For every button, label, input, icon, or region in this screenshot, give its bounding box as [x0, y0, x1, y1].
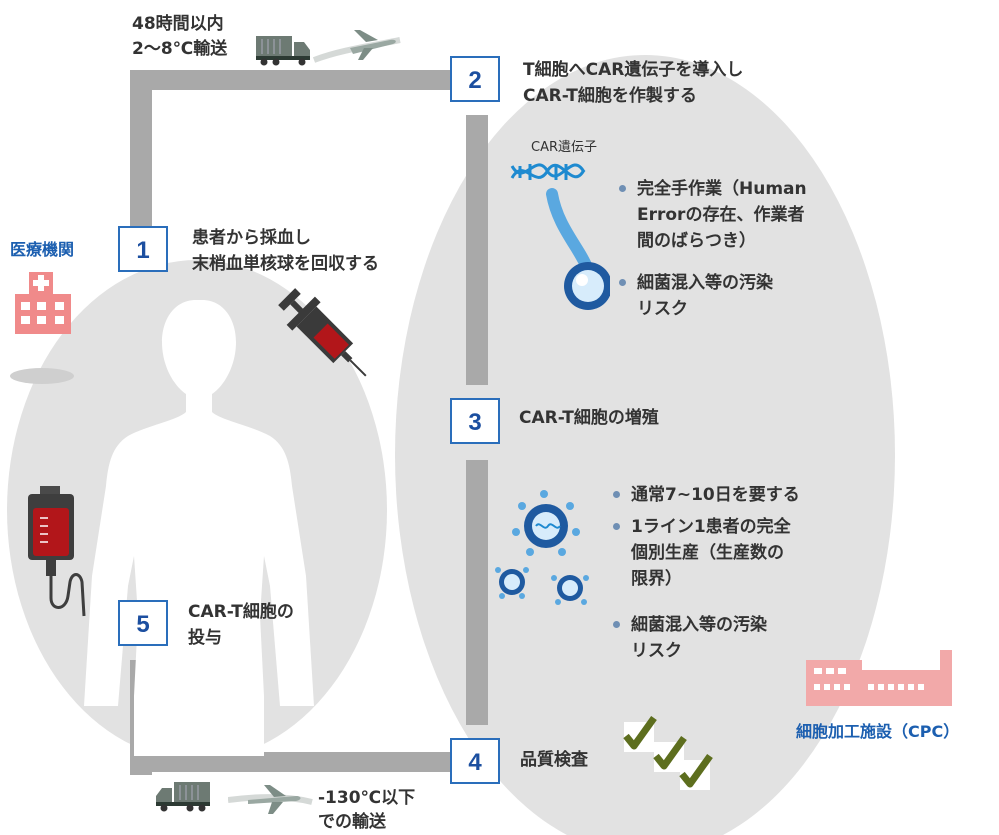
step-2-issue-1-line1: 完全手作業（Human	[637, 179, 807, 199]
step-2-issue-list-2: 細菌混入等の汚染 リスク	[617, 270, 773, 322]
step-2-issue-list: 完全手作業（Human Errorの存在、作業者 間のばらつき）	[617, 176, 807, 254]
factory-icon	[806, 650, 952, 706]
car-gene-icon	[510, 163, 610, 310]
transport-top-line1: 48時間以内	[132, 14, 224, 34]
step-3-issue-1-line1: 通常7~10日を要する	[631, 485, 800, 505]
transport-top-line2: 2〜8℃輸送	[132, 39, 228, 59]
step-2-issue-2: 細菌混入等の汚染 リスク	[617, 270, 773, 322]
step-3-issue-1: 通常7~10日を要する	[611, 482, 800, 508]
transport-bottom-line1: -130℃以下	[318, 788, 416, 808]
step-5-text-line2: 投与	[188, 628, 222, 648]
car-gene-label: CAR遺伝子	[531, 140, 598, 155]
step-2-text-line1: T細胞へCAR遺伝子を導入し	[523, 60, 744, 80]
step-3-issue-2-line2: 個別生産（生産数の	[631, 543, 784, 563]
step-5-number: 5	[118, 600, 168, 646]
step-2-text-line2: CAR-T細胞を作製する	[523, 86, 697, 106]
step-3-issue-list-2: 1ライン1患者の完全 個別生産（生産数の 限界）	[611, 514, 791, 592]
step-1-number: 1	[118, 226, 168, 272]
step-2-number: 2	[450, 56, 500, 102]
iv-bag-icon	[28, 486, 86, 617]
airplane-icon	[312, 30, 401, 63]
truck-icon-bottom	[156, 782, 210, 812]
checkmarks-icon	[623, 716, 713, 790]
syringe-icon	[278, 288, 367, 377]
truck-icon	[256, 36, 310, 66]
step-3-issue-3-line1: 細菌混入等の汚染	[631, 615, 767, 635]
step-3-number: 3	[450, 398, 500, 444]
step-2-issue-2-line2: リスク	[637, 299, 688, 319]
step-3-issue-list-3: 細菌混入等の汚染 リスク	[611, 612, 767, 664]
car-t-cells-icon	[495, 490, 589, 605]
step-2-issue-1-line3: 間のばらつき）	[637, 231, 756, 251]
step-3-issue-2-line3: 限界）	[631, 569, 682, 589]
hospital-icon	[15, 272, 71, 334]
step-2-issue-1: 完全手作業（Human Errorの存在、作業者 間のばらつき）	[617, 176, 807, 254]
cpc-area-ellipse	[395, 55, 895, 835]
step-4-text-line1: 品質検査	[520, 750, 588, 770]
step-3-issue-3-line2: リスク	[631, 641, 682, 661]
step-3-issue-3: 細菌混入等の汚染 リスク	[611, 612, 767, 664]
hospital-label: 医療機関	[10, 240, 75, 259]
step-1-text-line2: 末梢血単核球を回収する	[192, 254, 379, 274]
step-3-text-line1: CAR-T細胞の増殖	[519, 408, 659, 428]
step-3-issue-2-line1: 1ライン1患者の完全	[631, 517, 791, 537]
step-2-issue-1-line2: Errorの存在、作業者	[637, 205, 805, 225]
step-5-text-line1: CAR-T細胞の	[188, 602, 294, 622]
step-3-issue-list: 通常7~10日を要する	[611, 482, 800, 508]
step-3-issue-2: 1ライン1患者の完全 個別生産（生産数の 限界）	[611, 514, 791, 592]
facility-label: 細胞加工施設（CPC）	[796, 722, 960, 741]
step-1-text-line1: 患者から採血し	[192, 228, 311, 248]
step-4-number: 4	[450, 738, 500, 784]
airplane-icon-bottom	[228, 785, 313, 814]
transport-bottom-line2: での輸送	[318, 812, 386, 832]
hospital-shadow	[10, 368, 74, 384]
step-2-issue-2-line1: 細菌混入等の汚染	[637, 273, 773, 293]
